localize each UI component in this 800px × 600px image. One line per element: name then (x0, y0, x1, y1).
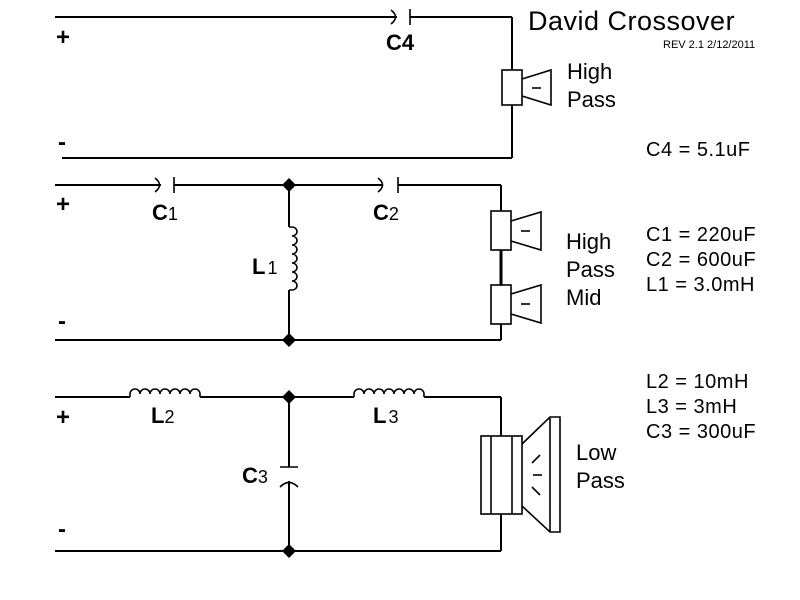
mid-speaker-1-icon (490, 210, 542, 252)
plus-terminal-label: + (56, 24, 70, 51)
label-line: Mid (566, 285, 602, 310)
inductor-l2 (129, 388, 201, 397)
mid-speaker-2-icon (490, 283, 542, 325)
component-value: L2 = 10mH (646, 371, 749, 393)
component-value: C3 = 300uF (646, 421, 757, 443)
low-pass-label: Low Pass (576, 439, 625, 495)
plus-terminal-label: + (56, 404, 70, 431)
component-value: C4 = 5.1uF (646, 139, 751, 161)
c2-label: C2 (373, 200, 399, 225)
c4-label: C4 (386, 30, 415, 55)
c1-label: C1 (152, 200, 178, 225)
junction-node (282, 333, 296, 347)
high-pass-values: C4 = 5.1uF (646, 138, 751, 163)
high-pass-mid-label: High Pass Mid (566, 228, 615, 312)
mid-values: C1 = 220uF C2 = 600uF L1 = 3.0mH (646, 223, 756, 298)
high-pass-label: High Pass (567, 58, 616, 114)
inductor-l1 (289, 226, 298, 291)
diagram-title: David Crossover (528, 6, 736, 36)
c3-label: C3 (242, 463, 268, 488)
label-line: High (566, 229, 612, 254)
minus-terminal-label: - (58, 129, 66, 156)
inductor-l3 (353, 388, 425, 397)
tweeter-speaker-icon (501, 68, 552, 107)
circuit-high-pass: + - C4 (55, 9, 552, 159)
label-line: Pass (566, 257, 615, 282)
l2-label: L2 (151, 403, 174, 428)
revision-label: REV 2.1 2/12/2011 (663, 39, 756, 51)
low-pass-values: L2 = 10mH L3 = 3mH C3 = 300uF (646, 370, 756, 445)
component-value: C1 = 220uF (646, 224, 757, 246)
label-line: High (567, 59, 613, 84)
woofer-speaker-icon (480, 416, 561, 533)
component-value: C2 = 600uF (646, 249, 757, 271)
label-line: Pass (567, 87, 616, 112)
minus-terminal-label: - (58, 308, 66, 335)
minus-terminal-label: - (58, 516, 66, 543)
label-line: Low (576, 440, 617, 465)
junction-node (282, 544, 296, 558)
plus-terminal-label: + (56, 191, 70, 218)
component-value: L1 = 3.0mH (646, 274, 755, 296)
label-line: Pass (576, 468, 625, 493)
component-value: L3 = 3mH (646, 396, 738, 418)
